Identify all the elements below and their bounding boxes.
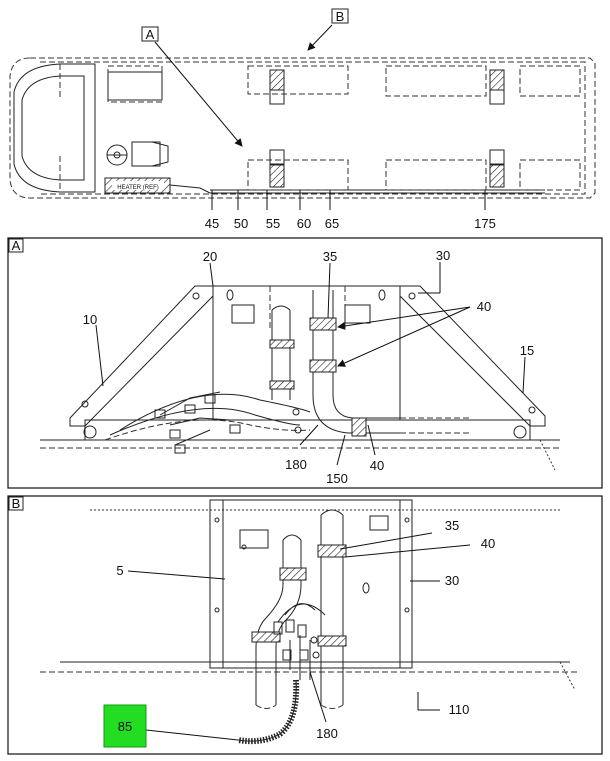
callout-20: 20 xyxy=(203,249,217,264)
callout-110: 110 xyxy=(449,702,470,717)
callout-180-a: 180 xyxy=(285,457,307,472)
view-b-arrow xyxy=(307,24,333,51)
detail-b-tag: B xyxy=(12,496,21,511)
callout-45: 45 xyxy=(205,216,219,231)
bracket-right xyxy=(399,285,546,427)
heater-enclosure-b xyxy=(209,499,413,669)
callout-175: 175 xyxy=(474,216,496,231)
callout-40-b: 40 xyxy=(481,536,495,551)
view-a-tag-label: A xyxy=(146,27,155,42)
callout-5: 5 xyxy=(116,563,123,578)
heater-enclosure xyxy=(212,285,401,421)
callout-65: 65 xyxy=(325,216,339,231)
wire-cluster xyxy=(277,603,326,680)
callout-35-b: 35 xyxy=(445,518,459,533)
callout-60: 60 xyxy=(297,216,311,231)
overview-callouts: 45 50 55 60 65 175 xyxy=(205,190,496,231)
heater-ref-label: HEATER (REF) xyxy=(117,185,159,191)
detail-b-panel: B xyxy=(7,495,603,755)
view-b-tag-label: B xyxy=(336,9,345,24)
callout-40-lower: 40 xyxy=(370,458,384,473)
callout-10: 10 xyxy=(83,312,97,327)
corrugated-harness xyxy=(237,679,300,745)
bus-cab xyxy=(13,63,96,193)
callout-35: 35 xyxy=(323,249,337,264)
callout-180-b: 180 xyxy=(316,726,338,741)
bus-outline xyxy=(9,57,596,199)
callout-85[interactable]: 85 xyxy=(118,719,132,734)
callout-150: 150 xyxy=(326,471,348,486)
bracket-left xyxy=(69,285,214,427)
callout-30: 30 xyxy=(436,248,450,263)
pipe-right-b xyxy=(320,509,344,705)
callout-55: 55 xyxy=(266,216,280,231)
view-b-tag xyxy=(331,8,349,24)
pipe-elbow xyxy=(312,290,400,434)
view-a-arrow xyxy=(154,41,243,147)
bus-overview: HEATER (REF) A B xyxy=(9,8,596,231)
callout-85-highlight[interactable] xyxy=(103,704,147,748)
callout-50: 50 xyxy=(234,216,248,231)
detail-a-tag: A xyxy=(12,238,21,253)
callout-15: 15 xyxy=(520,343,534,358)
view-a-tag xyxy=(141,26,159,42)
callout-40-upper: 40 xyxy=(477,299,491,314)
callout-30-b: 30 xyxy=(445,573,459,588)
detail-a-panel: A xyxy=(7,237,603,489)
